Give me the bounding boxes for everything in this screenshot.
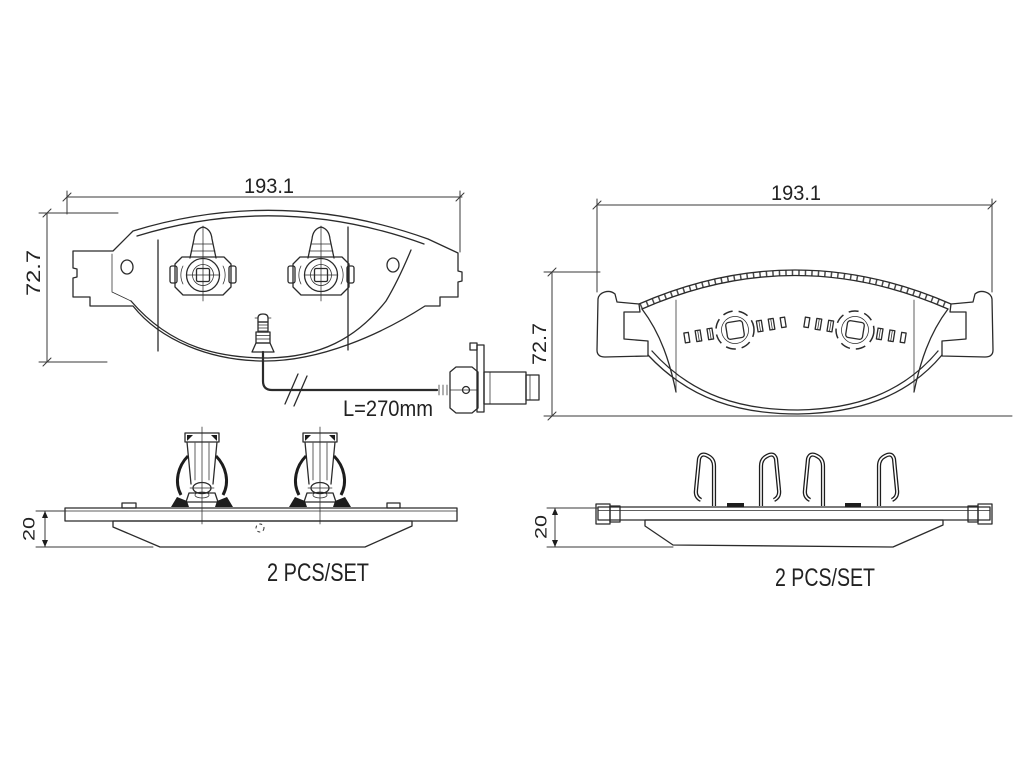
front-side-clips bbox=[169, 425, 353, 526]
side-clip-right bbox=[287, 425, 353, 526]
back-view-drawing: 193.1 72.7 bbox=[530, 182, 1013, 421]
side-clip-left bbox=[169, 425, 235, 526]
front-side-backing-plate bbox=[64, 502, 458, 522]
front-thickness-dim-label: 20 bbox=[19, 517, 38, 541]
back-side-thickness-dimension: 20 bbox=[531, 507, 674, 548]
back-side-view-drawing: 20 2 PCS/SET bbox=[531, 455, 993, 592]
back-view-width-dimension: 193.1 bbox=[592, 182, 997, 293]
back-side-friction-material bbox=[644, 519, 944, 548]
front-view-drawing: 193.1 72.7 bbox=[24, 175, 540, 421]
front-side-friction-material bbox=[112, 520, 413, 548]
back-thickness-dim-label: 20 bbox=[531, 515, 550, 539]
wear-sensor-assembly: L=270mm bbox=[251, 313, 540, 421]
front-side-center-mark bbox=[255, 523, 265, 533]
sensor-connector bbox=[438, 342, 540, 414]
front-pad-outline bbox=[72, 209, 463, 362]
back-side-hook-clips bbox=[696, 455, 897, 508]
front-height-dim-label: 72.7 bbox=[24, 250, 45, 296]
front-view-width-dimension: 193.1 bbox=[62, 175, 465, 253]
back-quantity-label: 2 PCS/SET bbox=[775, 564, 875, 592]
hook-clip-3 bbox=[805, 455, 823, 506]
back-side-backing-plate bbox=[595, 503, 993, 525]
back-width-dim-label: 193.1 bbox=[771, 182, 821, 205]
rivet-feature-right bbox=[800, 302, 910, 358]
front-quantity-label: 2 PCS/SET bbox=[267, 559, 369, 587]
front-clip-assembly-left bbox=[169, 225, 237, 302]
back-pad-rivet-features bbox=[680, 302, 910, 358]
back-view-height-dimension: 72.7 bbox=[530, 267, 1013, 421]
rivet-feature-left bbox=[680, 302, 790, 358]
hook-clip-2 bbox=[761, 455, 779, 506]
front-side-view-drawing: 20 2 PCS/SET bbox=[19, 425, 458, 587]
hook-clip-1 bbox=[696, 455, 714, 506]
front-view-height-dimension: 72.7 bbox=[24, 208, 119, 367]
back-height-dim-label: 72.7 bbox=[530, 323, 551, 365]
hook-clip-4 bbox=[879, 455, 897, 506]
sensor-length-label: L=270mm bbox=[343, 396, 433, 421]
front-side-thickness-dimension: 20 bbox=[19, 510, 154, 548]
back-pad-outline bbox=[596, 269, 994, 415]
front-clip-assembly-right bbox=[287, 225, 355, 302]
front-pad-clip-assemblies bbox=[169, 225, 355, 302]
front-width-dim-label: 193.1 bbox=[244, 175, 294, 198]
